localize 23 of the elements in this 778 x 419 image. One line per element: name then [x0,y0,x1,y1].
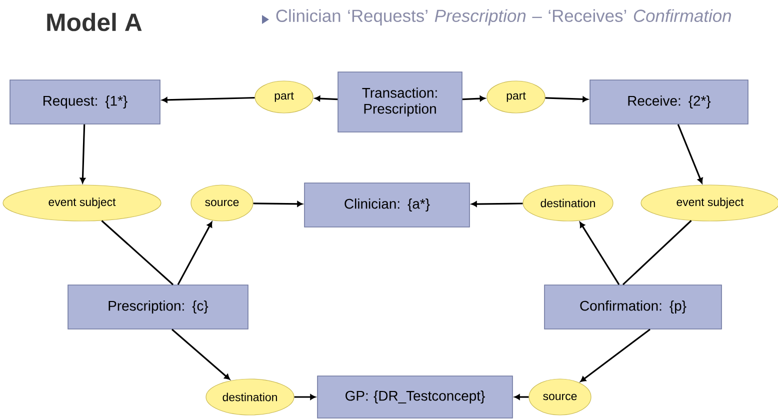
subtitle: Clinician ‘Requests’ Prescription – ‘Receives’ Confirmation [276,9,731,26]
arrow [253,201,303,207]
class-box: Request: {1*} [10,80,160,124]
arrow [471,201,523,207]
class-box: GP: {DR_Testconcept} [317,376,513,418]
arrow [580,222,620,286]
arrow [580,328,650,382]
arrow [177,222,212,285]
arrow [514,394,529,400]
class-box: Clinician: {a*} [304,182,470,228]
class-box: Transaction: Prescription [338,72,462,132]
arrow [677,124,703,184]
title: Model A [47,12,142,32]
arrow [80,124,86,184]
arrow [171,328,230,380]
arrow [162,96,255,103]
arrow [294,394,316,400]
arrow [314,96,338,102]
class-box: Receive: {2*} [590,80,748,124]
class-box: Prescription: {c} [68,284,248,330]
arrow [462,96,486,102]
class-box: Confirmation: {p} [544,284,722,330]
arrow [545,96,588,102]
